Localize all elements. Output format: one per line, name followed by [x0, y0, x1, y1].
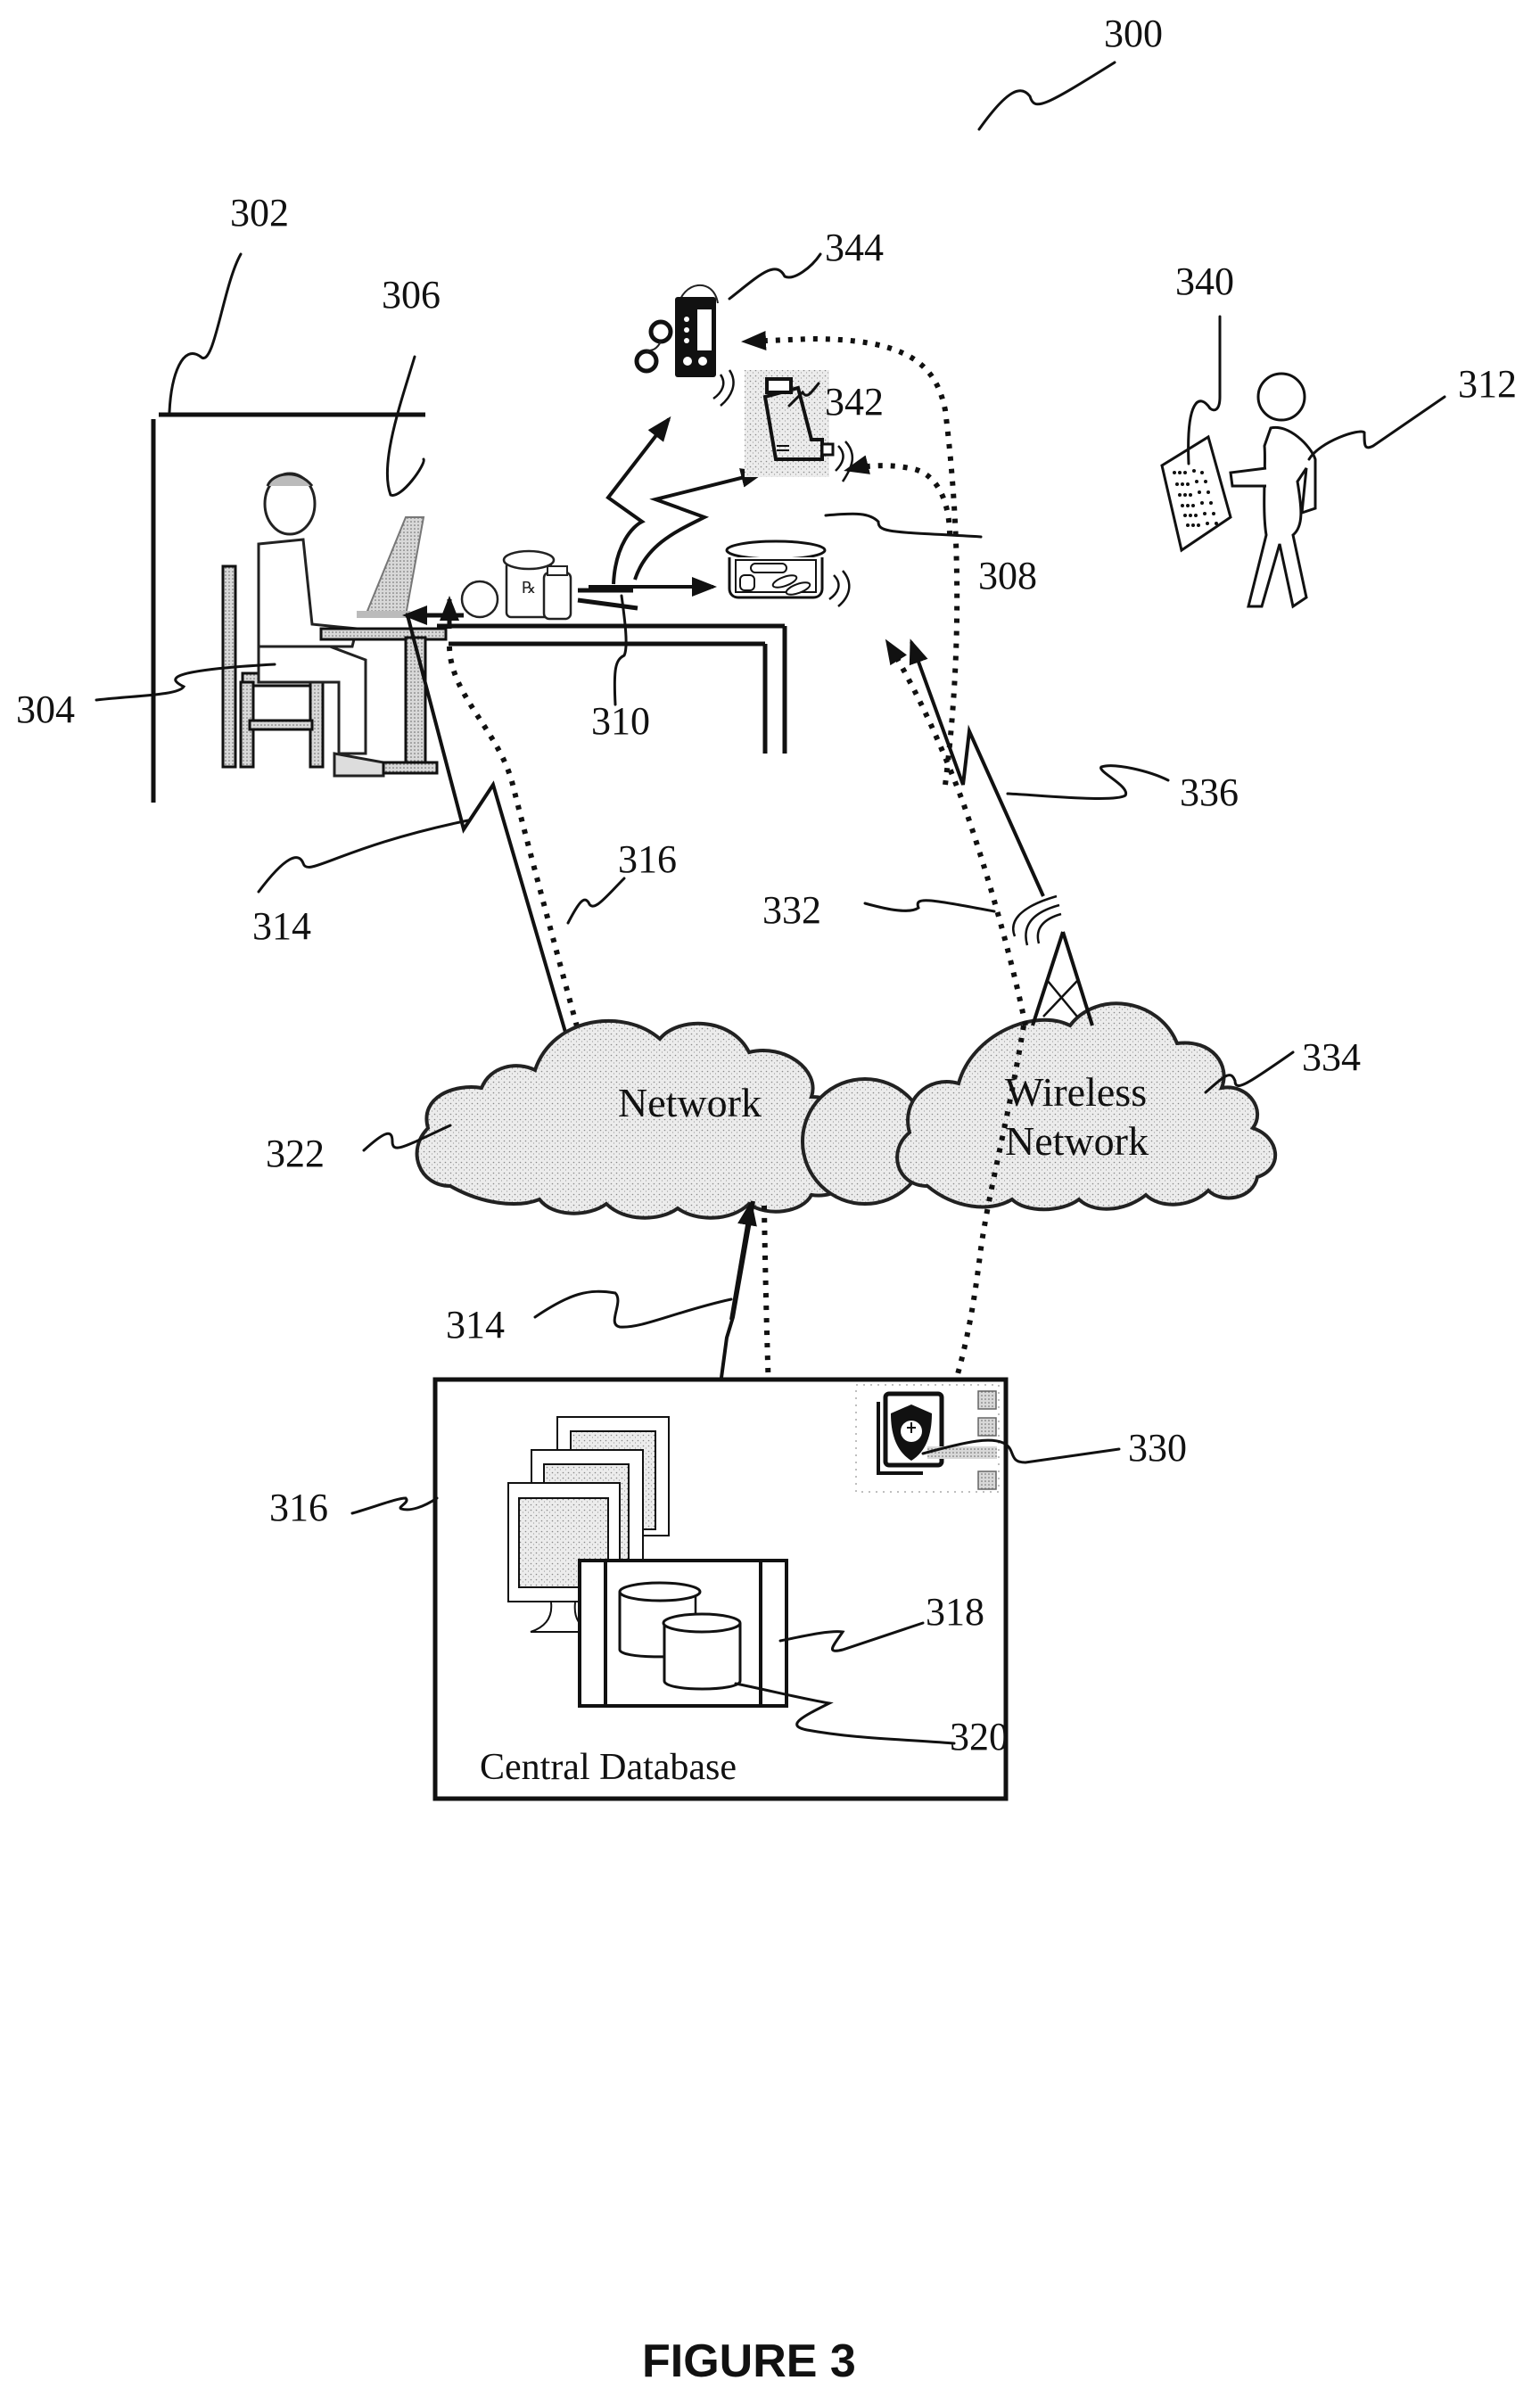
ref-310: 310: [591, 699, 650, 743]
ref-314-lower: 314: [446, 1303, 505, 1347]
ref-316: 316: [618, 837, 677, 881]
wireless-label-line1: Wireless: [1005, 1069, 1147, 1115]
ref-320: 320: [950, 1715, 1009, 1759]
ref-314: 314: [252, 904, 311, 948]
network-cloud: Network 322: [266, 1021, 854, 1218]
walking-person-icon: 312: [1231, 362, 1517, 606]
ref-304: 304: [16, 688, 75, 731]
ref-300: 300: [1104, 12, 1163, 55]
device-links: [406, 419, 762, 629]
ref-342: 342: [825, 380, 884, 424]
network-label: Network: [618, 1080, 762, 1125]
svg-text:℞: ℞: [522, 579, 536, 597]
person-at-computer-icon: 304 306: [16, 273, 446, 776]
inhaler-icon: 342: [745, 370, 884, 482]
ref-330: 330: [1128, 1426, 1187, 1470]
ref-312: 312: [1458, 362, 1517, 406]
ref-322: 322: [266, 1132, 325, 1175]
pill-bottles-icon: ℞ 310: [462, 551, 650, 743]
ref-336: 336: [1180, 770, 1239, 814]
ref-344: 344: [825, 226, 884, 269]
central-database-label: Central Database: [480, 1747, 737, 1788]
system-reference: 300: [979, 12, 1163, 129]
ref-332: 332: [762, 888, 821, 932]
central-database-box: 316 318 320: [269, 1380, 1187, 1799]
ref-306: 306: [382, 273, 441, 317]
ref-316-box: 316: [269, 1486, 328, 1529]
ref-318: 318: [926, 1590, 984, 1634]
cell-tower-icon: 332: [762, 888, 1092, 1026]
ref-302: 302: [230, 191, 289, 235]
figure-title: FIGURE 3: [642, 2335, 856, 2387]
document-icon: 340: [1162, 259, 1234, 550]
ref-334: 334: [1302, 1035, 1361, 1079]
wireless-label-line2: Network: [1005, 1118, 1149, 1164]
wireless-link-336: 336: [887, 642, 1239, 1026]
wireless-network-cloud: Wireless Network 334: [803, 1003, 1361, 1209]
pill-organizer-icon: 308: [727, 514, 1037, 606]
ref-308: 308: [978, 554, 1037, 597]
ref-340: 340: [1175, 259, 1234, 303]
